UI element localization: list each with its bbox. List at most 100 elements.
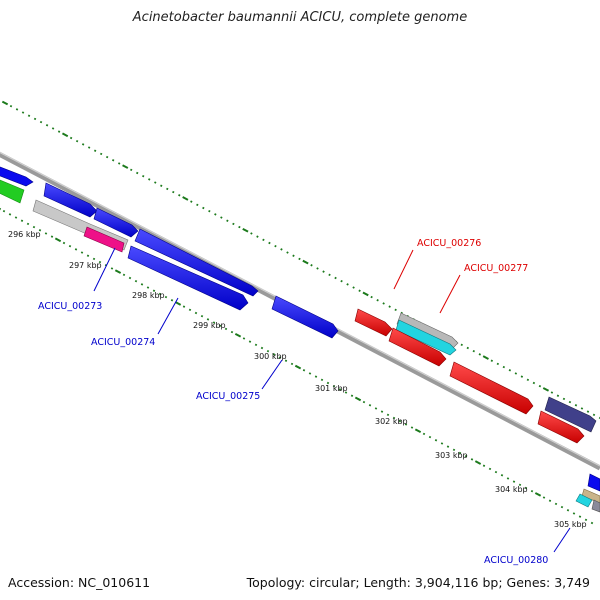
inner-minor-tick [302, 369, 306, 372]
outer-minor-tick [508, 369, 512, 372]
inner-minor-tick [8, 213, 12, 216]
outer-tick-ring [1, 100, 600, 420]
outer-minor-tick [51, 127, 55, 130]
inner-minor-tick [458, 451, 462, 455]
outer-minor-tick [394, 308, 397, 312]
outer-minor-tick [334, 276, 337, 280]
gene-label-acicu-00277[interactable]: ACICU_00277 [464, 263, 528, 274]
outer-minor-tick [586, 410, 590, 413]
inner-minor-tick [224, 327, 228, 331]
outer-minor-tick [232, 222, 235, 226]
inner-minor-tick [230, 330, 234, 334]
inner-minor-tick [194, 311, 198, 315]
outer-minor-tick [208, 209, 211, 213]
inner-minor-tick [578, 515, 582, 518]
gene-green-left-edge[interactable] [0, 178, 25, 204]
outer-minor-tick [328, 273, 331, 277]
outer-minor-tick [33, 117, 37, 121]
outer-minor-tick [322, 270, 325, 273]
outer-minor-tick [478, 353, 482, 356]
inner-minor-tick [206, 318, 210, 321]
inner-minor-tick [110, 267, 114, 270]
outer-minor-tick [574, 404, 578, 407]
outer-minor-tick [75, 139, 79, 143]
outer-minor-tick [346, 283, 349, 286]
gene-cyan-acicu-00280[interactable] [575, 493, 593, 508]
outer-major-tick [242, 227, 249, 233]
gene-label-acicu-00276[interactable]: ACICU_00276 [417, 238, 481, 249]
outer-minor-tick [274, 244, 277, 248]
outer-minor-tick [538, 384, 542, 388]
gene-blue-acicu-00275[interactable] [271, 295, 339, 339]
gene-gray-right-edge[interactable] [591, 499, 600, 513]
gene-blue-right-edge[interactable] [587, 473, 600, 492]
gene-tan[interactable] [581, 488, 600, 504]
inner-major-tick [234, 332, 242, 338]
outer-minor-tick [598, 416, 600, 420]
outer-minor-tick [154, 181, 157, 184]
inner-minor-tick [188, 308, 192, 312]
outer-minor-tick [280, 248, 283, 251]
outer-minor-tick [196, 203, 199, 207]
gene-blue-acicu-00274[interactable] [134, 228, 259, 297]
gene-label-acicu-00275[interactable]: ACICU_00275 [196, 391, 260, 402]
inner-minor-tick [44, 232, 48, 235]
gene-magenta[interactable] [83, 226, 125, 253]
gene-red-d[interactable] [537, 410, 585, 444]
gene-blue-left-edge[interactable] [0, 165, 34, 187]
gene-label-acicu-00274[interactable]: ACICU_00274 [91, 337, 155, 348]
gene-blue-b[interactable] [93, 207, 139, 238]
inner-major-tick [54, 237, 62, 243]
outer-minor-tick [460, 343, 463, 347]
kbp-label-300: 300 kbp [254, 352, 287, 361]
gene-red-acicu-00276[interactable] [354, 308, 393, 337]
outer-major-tick [122, 164, 129, 169]
outer-minor-tick [592, 413, 596, 417]
inner-major-tick [354, 396, 362, 402]
kbp-label-301: 301 kbp [315, 384, 348, 393]
inner-minor-tick [452, 448, 456, 452]
inner-minor-tick [422, 432, 426, 436]
outer-minor-tick [129, 168, 133, 172]
gene-label-acicu-00273[interactable]: ACICU_00273 [38, 301, 102, 312]
gene-cyan-acicu-00277[interactable] [395, 319, 457, 356]
outer-major-tick [61, 132, 69, 138]
inner-major-tick [474, 460, 482, 465]
map-title: Acinetobacter baumannii ACICU, complete … [132, 10, 468, 25]
inner-minor-tick [518, 483, 522, 487]
outer-minor-tick [526, 378, 530, 382]
gene-labels: ACICU_00273 ACICU_00274 ACICU_00275 ACIC… [38, 238, 548, 566]
gene-red-b[interactable] [388, 327, 447, 367]
inner-minor-tick [32, 225, 36, 229]
gene-blue-c[interactable] [127, 245, 249, 311]
inner-minor-tick [572, 512, 576, 515]
kbp-label-305: 305 kbp [554, 520, 587, 529]
kbp-label-304: 304 kbp [495, 485, 528, 494]
outer-minor-tick [93, 149, 97, 152]
inner-minor-tick [560, 505, 564, 509]
gene-label-acicu-00280[interactable]: ACICU_00280 [484, 555, 548, 566]
gene-purple[interactable] [544, 396, 597, 433]
inner-minor-tick [338, 388, 342, 391]
inner-minor-tick [404, 423, 408, 426]
outer-minor-tick [148, 178, 151, 181]
gene-blue-a[interactable] [43, 182, 98, 218]
outer-minor-tick [292, 254, 295, 257]
inner-minor-tick [308, 372, 312, 375]
gene-gray-acicu-00277[interactable] [396, 312, 459, 350]
inner-minor-tick [374, 407, 378, 410]
inner-minor-tick [314, 375, 318, 378]
outer-minor-tick [496, 362, 500, 366]
outer-minor-tick [111, 159, 115, 162]
inner-major-tick [414, 428, 422, 434]
inner-minor-tick [386, 413, 390, 417]
inner-minor-tick [332, 384, 336, 388]
inner-minor-tick [266, 349, 270, 353]
inner-minor-tick [446, 445, 450, 448]
inner-minor-tick [146, 286, 150, 289]
accession-text: Accession: NC_010611 [8, 575, 151, 590]
outer-major-tick [362, 291, 369, 297]
gene-red-c[interactable] [449, 361, 534, 415]
inner-minor-tick [164, 295, 168, 299]
